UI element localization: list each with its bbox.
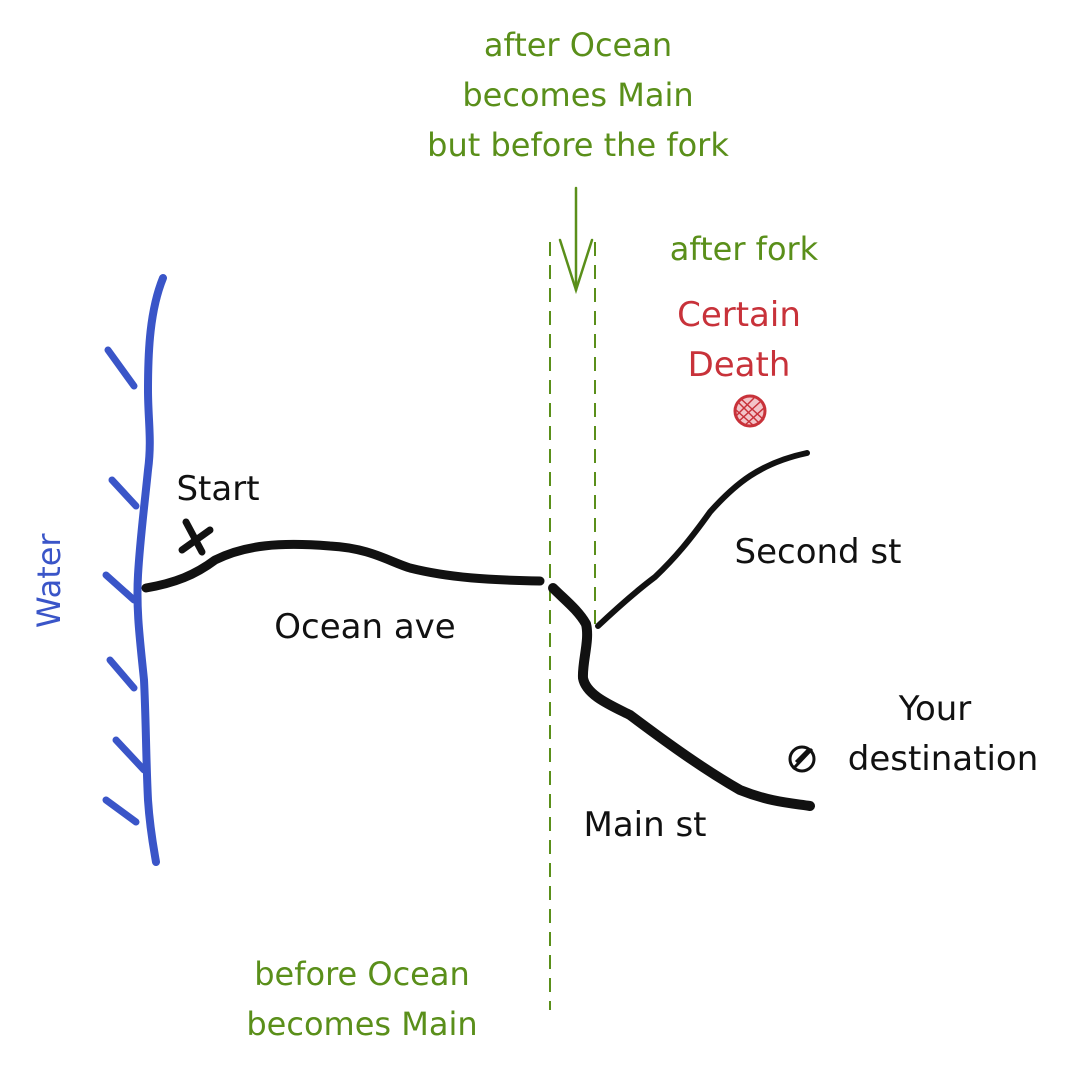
down-arrow-icon [558,186,594,295]
zone-boundaries [549,242,596,1010]
ocean-ave-road [141,539,545,593]
zone-before-label-line-1: before Ocean [254,955,470,993]
zone-middle-label-line-1: after Ocean [484,26,672,64]
start-label: Start [176,469,259,509]
destination-label-line-2: destination [848,739,1039,779]
danger-label-line-2: Death [688,345,791,385]
main-st-road [548,583,815,811]
shoreline-hatches [102,346,148,826]
destination-label-line-1: Your [898,689,972,729]
x-mark-icon [178,518,214,556]
zone-middle-label-line-3: but before the fork [427,126,729,164]
slashed-circle-icon [788,745,816,773]
water-label: Water [30,533,68,628]
danger-label-line-1: Certain [677,295,801,335]
zone-before-label-line-2: becomes Main [246,1005,477,1043]
ocean-ave-label: Ocean ave [274,607,455,647]
water-shoreline [102,274,167,866]
shoreline-line [133,274,167,866]
main-st-label: Main st [583,805,706,845]
second-st-label: Second st [735,532,902,572]
zone-after-label: after fork [670,230,819,268]
zone-middle-label-line-2: becomes Main [462,76,693,114]
second-st-road [595,450,810,629]
roads [141,450,815,811]
hatched-circle-icon [733,394,767,428]
